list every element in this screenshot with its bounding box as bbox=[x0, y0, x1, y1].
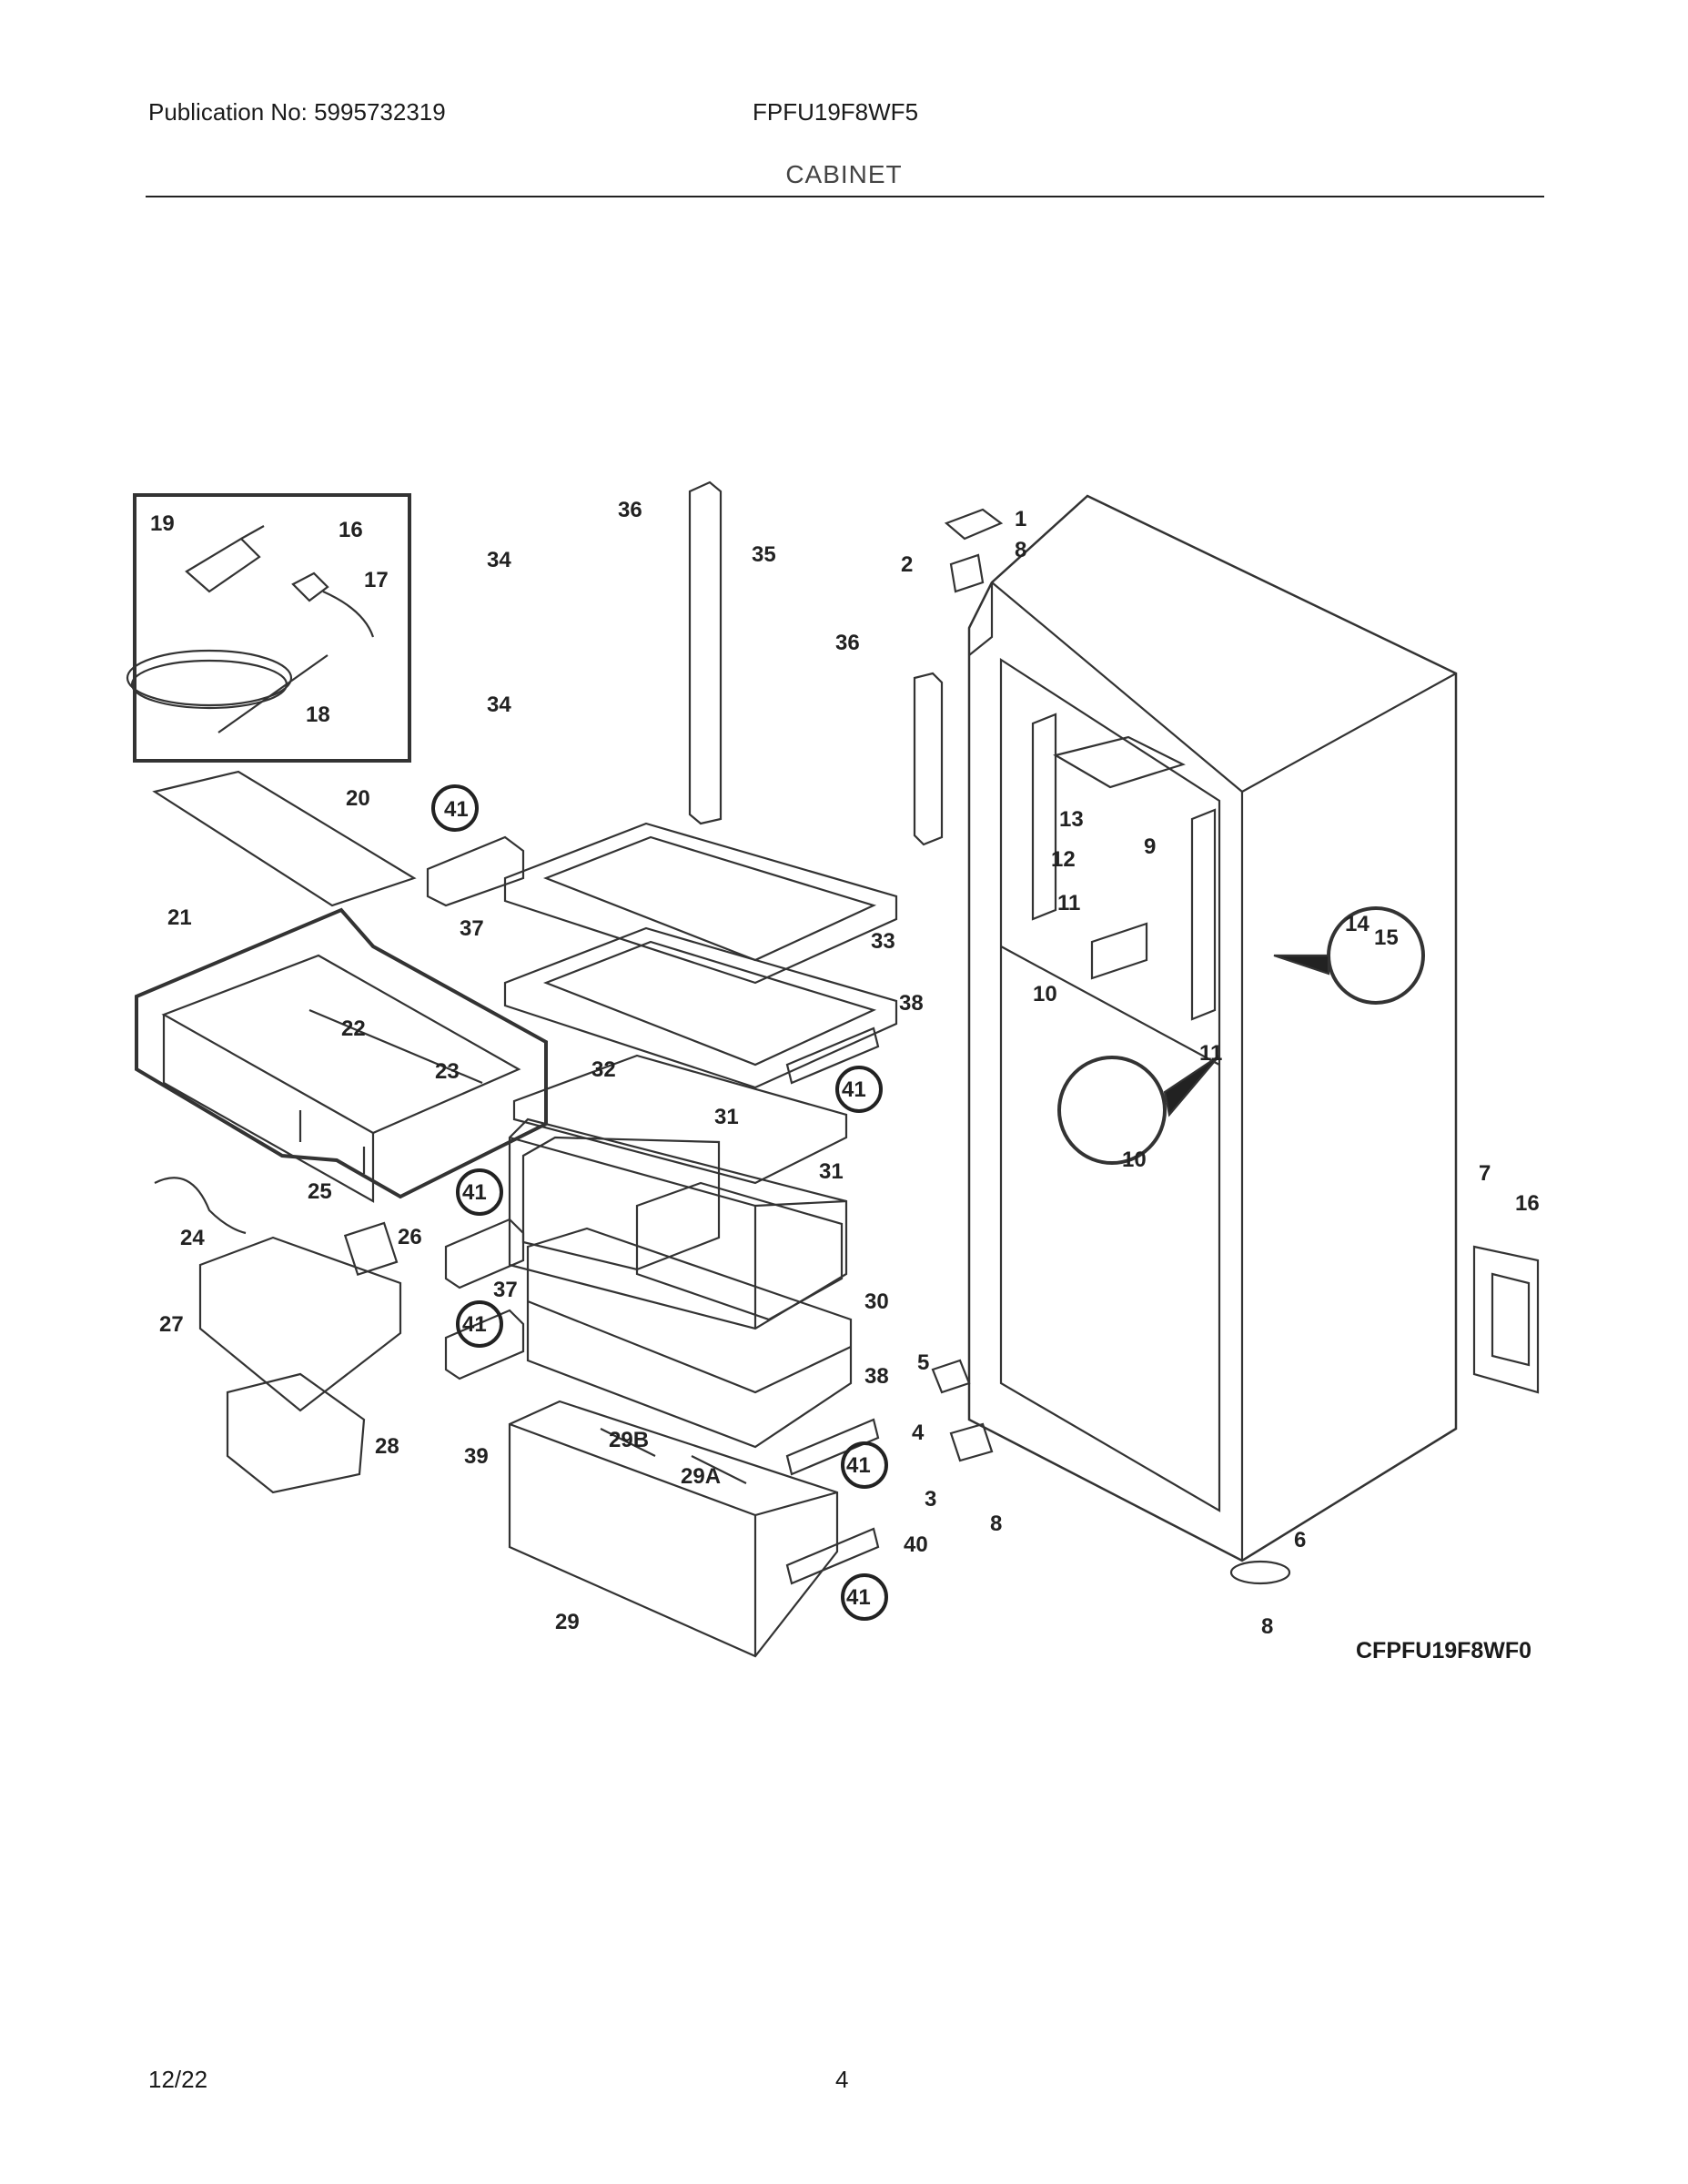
ice-maker-assembly bbox=[226, 1372, 366, 1494]
callout: 8 bbox=[990, 1512, 1002, 1536]
callout: 16 bbox=[1515, 1191, 1540, 1216]
light-cover bbox=[1090, 922, 1148, 980]
callout: 28 bbox=[375, 1434, 399, 1459]
callout: 41 bbox=[462, 1180, 487, 1205]
bottom-hinge bbox=[931, 1359, 971, 1394]
ice-scoop bbox=[185, 525, 265, 593]
callout: 32 bbox=[591, 1057, 616, 1082]
callout: 41 bbox=[462, 1312, 487, 1337]
callout: 24 bbox=[180, 1226, 205, 1250]
water-valve bbox=[291, 571, 375, 638]
water-tube-coil bbox=[126, 649, 293, 707]
callout: 19 bbox=[150, 511, 175, 536]
deli-drawer bbox=[508, 1117, 848, 1330]
callout: 30 bbox=[864, 1289, 889, 1314]
callout: 1 bbox=[1015, 507, 1026, 531]
callout: 8 bbox=[1015, 538, 1026, 562]
callout: 40 bbox=[904, 1532, 928, 1557]
callout: 41 bbox=[846, 1585, 871, 1610]
callout: 7 bbox=[1479, 1161, 1491, 1186]
callout: 21 bbox=[167, 905, 192, 930]
callout: 29B bbox=[609, 1428, 649, 1452]
page-number: 4 bbox=[835, 2066, 849, 2093]
callout: 29 bbox=[555, 1610, 580, 1634]
callout: 6 bbox=[1294, 1528, 1306, 1552]
top-hinge bbox=[944, 508, 1004, 541]
callout: 9 bbox=[1144, 834, 1156, 859]
callout: 11 bbox=[1199, 1041, 1222, 1066]
callout: 4 bbox=[912, 1421, 925, 1445]
callout: 23 bbox=[435, 1059, 460, 1084]
callout: 36 bbox=[835, 631, 860, 655]
callout: 18 bbox=[306, 703, 330, 727]
callout: 15 bbox=[1374, 925, 1399, 950]
shelf-support-left bbox=[688, 480, 723, 825]
detail-circle-light-cover bbox=[1057, 1056, 1167, 1165]
callout: 39 bbox=[464, 1444, 489, 1469]
shelf-bracket-right bbox=[1190, 808, 1217, 1021]
callout: 13 bbox=[1059, 807, 1084, 832]
air-filter-cover bbox=[152, 770, 417, 907]
refrigerator-cabinet bbox=[967, 494, 1458, 1562]
drawer-slide-pad bbox=[426, 835, 525, 907]
callout: 31 bbox=[819, 1159, 844, 1184]
freezer-drawer bbox=[508, 1400, 839, 1658]
callout: 8 bbox=[1261, 1614, 1273, 1639]
detail-circle-light-switch bbox=[1327, 906, 1425, 1005]
callout: 11 bbox=[1057, 891, 1080, 915]
callout: 2 bbox=[901, 552, 913, 577]
diagram-code: CFPFU19F8WF0 bbox=[1356, 1638, 1532, 1663]
callout: 3 bbox=[925, 1487, 936, 1512]
drawer-end-cap bbox=[785, 1026, 880, 1085]
callout: 38 bbox=[864, 1364, 889, 1389]
callout: 25 bbox=[308, 1179, 332, 1204]
callout: 34 bbox=[487, 548, 511, 572]
callout: 37 bbox=[460, 916, 484, 941]
icemaker-kit-inset bbox=[133, 493, 411, 763]
leveling-leg bbox=[1229, 1560, 1291, 1585]
control-housing bbox=[1053, 735, 1186, 789]
callout: 12 bbox=[1051, 847, 1076, 872]
callout: 10 bbox=[1122, 1148, 1147, 1172]
model-number: FPFU19F8WF5 bbox=[753, 98, 919, 126]
callout: 36 bbox=[618, 498, 642, 522]
machine-compartment-cover bbox=[1472, 1245, 1540, 1394]
shelf-bracket-left bbox=[1031, 713, 1057, 921]
crisper-cover-shelf bbox=[512, 1054, 848, 1185]
callout: 26 bbox=[398, 1225, 422, 1249]
callout: 38 bbox=[899, 991, 924, 1016]
crisper-pan-right bbox=[635, 1181, 844, 1321]
glass-shelf-top bbox=[503, 822, 898, 985]
callout: 41 bbox=[842, 1077, 866, 1102]
callout: 17 bbox=[364, 568, 389, 592]
section-title: CABINET bbox=[785, 160, 903, 188]
publication-number: Publication No: 5995732319 bbox=[148, 98, 446, 126]
callout: 33 bbox=[871, 929, 895, 954]
fan-housing bbox=[198, 1236, 402, 1412]
callout: 14 bbox=[1345, 912, 1370, 936]
fan-motor bbox=[343, 1221, 399, 1277]
callout: 41 bbox=[444, 797, 469, 822]
callout: 29A bbox=[681, 1464, 721, 1489]
wire-harness bbox=[154, 1177, 247, 1235]
crisper-frame bbox=[526, 1227, 853, 1449]
shelf-support-right bbox=[913, 672, 944, 846]
callout: 27 bbox=[159, 1312, 184, 1337]
footer-date: 12/22 bbox=[148, 2066, 208, 2093]
callout: 22 bbox=[341, 1016, 366, 1041]
callout: 35 bbox=[752, 542, 776, 567]
callout: 37 bbox=[493, 1278, 518, 1302]
callout: 34 bbox=[487, 693, 511, 717]
evaporator-cover-assembly bbox=[135, 907, 548, 1199]
callout: 41 bbox=[846, 1453, 871, 1478]
callout: 31 bbox=[714, 1105, 739, 1129]
callout: 10 bbox=[1033, 982, 1057, 1006]
callout: 20 bbox=[346, 786, 370, 811]
glass-shelf-middle bbox=[503, 926, 898, 1089]
callout: 16 bbox=[339, 518, 363, 542]
header-divider bbox=[146, 196, 1544, 197]
callout: 5 bbox=[917, 1350, 929, 1375]
crisper-pan-left bbox=[521, 1136, 721, 1271]
